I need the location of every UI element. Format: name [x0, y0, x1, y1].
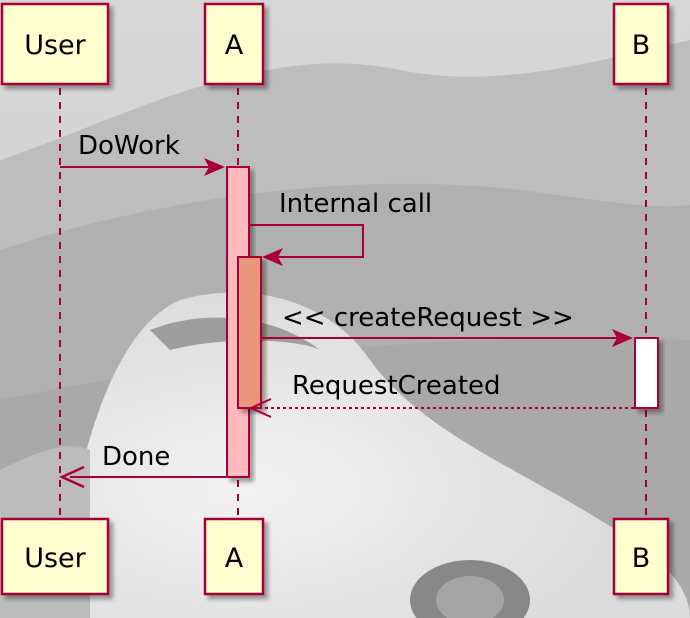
- arrowhead: [612, 329, 633, 347]
- participant-user-top: User: [0, 2, 110, 86]
- message-internal-call-label: Internal call: [279, 189, 432, 219]
- activation-a-nested: [237, 256, 262, 409]
- participant-b-label: B: [632, 30, 651, 61]
- message-request-created-label: RequestCreated: [292, 371, 501, 401]
- arrowhead: [262, 248, 283, 266]
- message-done-label: Done: [102, 442, 170, 472]
- message-create-request: << createRequest >>: [262, 303, 633, 347]
- participant-a-label: A: [225, 30, 244, 61]
- participant-b-top: B: [612, 2, 670, 86]
- message-internal-call: Internal call: [250, 189, 432, 266]
- message-request-created: RequestCreated: [248, 371, 634, 418]
- participant-user-label-bottom: User: [24, 543, 86, 574]
- message-dowork: DoWork: [60, 131, 225, 176]
- participant-user-label: User: [24, 30, 86, 61]
- participant-a-top: A: [203, 2, 265, 86]
- arrowhead: [204, 158, 225, 176]
- participant-b-label-bottom: B: [632, 543, 651, 574]
- message-dowork-label: DoWork: [78, 131, 180, 161]
- activation-b: [634, 337, 659, 409]
- message-done: Done: [58, 442, 226, 489]
- participant-b-bottom: B: [612, 517, 670, 596]
- participant-user-bottom: User: [0, 517, 110, 596]
- participant-a-label-bottom: A: [225, 543, 244, 574]
- participant-a-bottom: A: [203, 517, 265, 596]
- message-create-request-label: << createRequest >>: [282, 303, 574, 333]
